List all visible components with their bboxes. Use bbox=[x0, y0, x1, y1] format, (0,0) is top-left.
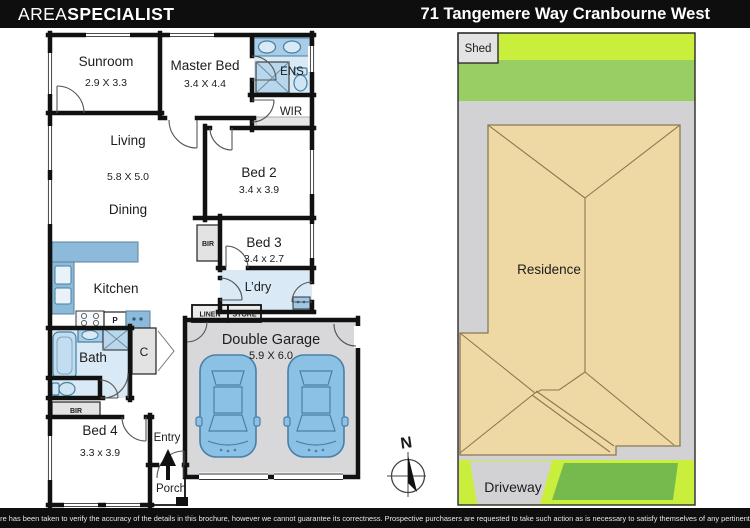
kitchen-label: Kitchen bbox=[93, 281, 138, 296]
bir-label: BIR bbox=[202, 241, 214, 248]
compass-icon: N bbox=[387, 434, 426, 497]
header-bar: AREASPECIALIST 71 Tangemere Way Cranbour… bbox=[0, 0, 750, 28]
bed2-label: Bed 2 bbox=[241, 165, 276, 180]
bir-label: BIR bbox=[70, 408, 82, 415]
residence-label: Residence bbox=[517, 262, 581, 277]
window bbox=[46, 436, 54, 480]
disclaimer-text: Every care has been taken to verify the … bbox=[0, 513, 750, 523]
garage-dims: 5.9 X 6.0 bbox=[249, 350, 293, 362]
rear-lawn bbox=[458, 60, 695, 101]
property-address: 71 Tangemere Way Cranbourne West bbox=[420, 4, 710, 23]
brand-logo: AREASPECIALIST bbox=[18, 4, 174, 25]
front-garden-patch bbox=[552, 463, 678, 500]
entry-label: Entry bbox=[154, 432, 181, 444]
garage-door bbox=[199, 472, 343, 482]
sunroom-dims: 2.9 X 3.3 bbox=[85, 77, 127, 89]
brand-light: AREA bbox=[18, 3, 68, 24]
window bbox=[46, 126, 54, 170]
bifold-door-icon bbox=[157, 330, 175, 372]
driveway-shape bbox=[470, 461, 552, 504]
lot-boundary bbox=[457, 32, 696, 506]
porch-step bbox=[176, 497, 188, 506]
shower-cross bbox=[255, 61, 290, 94]
floor-plan: Sunroom 2.9 X 3.3 Master Bed 3.4 X 4.4 E… bbox=[45, 30, 362, 510]
bath-label: Bath bbox=[79, 350, 107, 365]
toilet-bowl bbox=[293, 74, 308, 92]
ens-label: ENS bbox=[280, 66, 304, 78]
cooktop-icon bbox=[75, 310, 105, 329]
linen-label: LINEN bbox=[200, 312, 221, 319]
bath-fixtures bbox=[51, 327, 131, 397]
window bbox=[308, 150, 316, 194]
sink-icon bbox=[282, 40, 302, 54]
porch-outline bbox=[149, 465, 188, 506]
window bbox=[106, 501, 140, 509]
pantry-label: P bbox=[112, 316, 118, 325]
laundry-trough-icon bbox=[292, 296, 311, 310]
store-label: STORE bbox=[233, 312, 257, 319]
window bbox=[170, 31, 214, 39]
bathtub-icon bbox=[52, 331, 77, 380]
garage-side-door bbox=[354, 326, 362, 348]
driveway-label: Driveway bbox=[484, 479, 542, 495]
windows bbox=[46, 31, 316, 509]
footer-bar: Every care has been taken to verify the … bbox=[0, 508, 750, 528]
dining-label: Dining bbox=[109, 202, 147, 217]
garage-label: Double Garage bbox=[222, 332, 320, 348]
cupboard-label: C bbox=[140, 345, 149, 359]
living-label: Living bbox=[110, 133, 145, 148]
window bbox=[308, 224, 316, 258]
toilet-bowl bbox=[58, 381, 76, 397]
appliance-icon bbox=[54, 287, 72, 305]
fridge-icon bbox=[54, 265, 72, 285]
wir-label: WIR bbox=[280, 106, 302, 118]
bed4-dims: 3.3 x 3.9 bbox=[80, 447, 120, 459]
bed3-dims: 3.4 x 2.7 bbox=[244, 253, 284, 265]
site-plan: Shed Residence Driveway bbox=[457, 32, 696, 506]
car-icon bbox=[195, 354, 261, 458]
bed2-dims: 3.4 x 3.9 bbox=[239, 184, 279, 196]
bed3-label: Bed 3 bbox=[246, 235, 281, 250]
compass-needle bbox=[408, 455, 417, 492]
kitchen-bench bbox=[51, 241, 139, 263]
brand-bold: SPECIALIST bbox=[67, 3, 175, 24]
living-dims: 5.8 X 5.0 bbox=[107, 171, 149, 183]
car-icon bbox=[283, 354, 349, 458]
cupboard-box bbox=[131, 327, 157, 375]
bed4-label: Bed 4 bbox=[82, 423, 118, 438]
window bbox=[86, 31, 130, 39]
porch-label: Porch bbox=[156, 483, 186, 495]
laundry-label: L’dry bbox=[245, 280, 272, 294]
window bbox=[308, 46, 316, 72]
window bbox=[46, 180, 54, 224]
residence-roof bbox=[459, 124, 681, 456]
sunroom-label: Sunroom bbox=[79, 54, 134, 69]
window bbox=[46, 53, 54, 94]
toilet-icon bbox=[51, 382, 60, 396]
master-bed-dims: 3.4 X 4.4 bbox=[184, 78, 226, 90]
doors bbox=[56, 55, 357, 479]
sink-icon bbox=[257, 40, 277, 54]
window bbox=[64, 501, 98, 509]
north-label: N bbox=[399, 434, 413, 452]
shed-label: Shed bbox=[465, 43, 492, 55]
entry-arrow-icon bbox=[160, 449, 176, 480]
master-bed-label: Master Bed bbox=[170, 58, 239, 73]
